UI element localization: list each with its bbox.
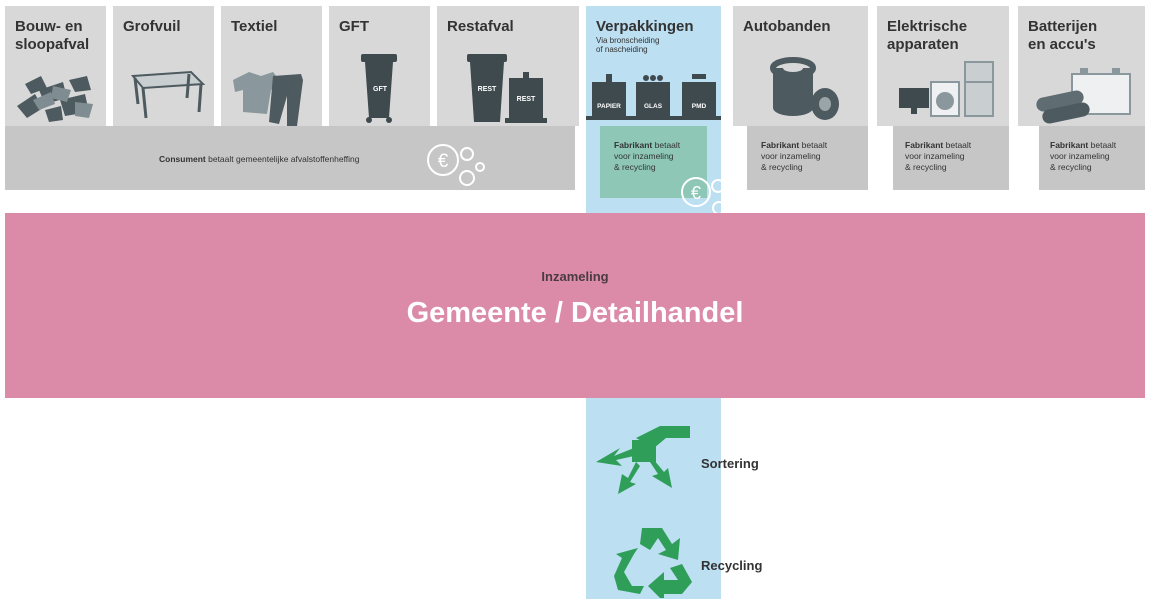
- producer-label: Fabrikant: [614, 140, 653, 150]
- appliances-icon: [899, 61, 994, 117]
- collection-label: Inzameling: [541, 269, 609, 284]
- producer-collection: voor inzameling: [614, 151, 674, 161]
- column-subtitle-verpakkingen: Via bronscheiding of nascheiding: [596, 36, 660, 54]
- column-title-grofvuil: Grofvuil: [123, 18, 181, 35]
- rubble-icon: [17, 76, 93, 122]
- clothes-icon: [233, 72, 303, 126]
- producer-recycling: & recycling: [905, 162, 947, 172]
- producer-pays: betaalt: [1088, 140, 1117, 150]
- rest-bin-label-2: REST: [516, 96, 536, 103]
- column-title-verpakkingen: Verpakkingen: [596, 18, 694, 35]
- gft-bin-icon: [361, 54, 397, 123]
- recycling-icon: [614, 528, 692, 598]
- euro-coins-icon: €: [681, 177, 737, 215]
- producer-payment-box-packaging: Fabrikant betaalt voor inzameling & recy…: [600, 126, 707, 198]
- producer-payment-text-appliances: Fabrikant betaalt voor inzameling & recy…: [905, 140, 971, 173]
- producer-pays: betaalt: [652, 140, 681, 150]
- recycling-label: Recycling: [701, 558, 763, 573]
- producer-label: Fabrikant: [1050, 140, 1089, 150]
- column-title-restafval: Restafval: [447, 18, 514, 35]
- producer-payment-box-batteries: Fabrikant betaalt voor inzameling & recy…: [1039, 126, 1145, 190]
- producer-recycling: & recycling: [1050, 162, 1092, 172]
- producer-payment-box-appliances: Fabrikant betaalt voor inzameling & recy…: [893, 126, 1009, 190]
- producer-collection: voor inzameling: [905, 151, 965, 161]
- column-grofvuil: Grofvuil: [113, 6, 214, 126]
- column-title-gft: GFT: [339, 18, 369, 35]
- euro-coins-icon: €: [427, 144, 485, 186]
- glas-container-label: GLAS: [643, 103, 663, 110]
- table-icon: [130, 70, 206, 119]
- column-batterijen: Batterijen en accu's: [1018, 6, 1145, 126]
- gft-bin-label: GFT: [373, 86, 387, 93]
- producer-label: Fabrikant: [761, 140, 800, 150]
- tires-icon: [770, 57, 839, 120]
- papier-container-label: PAPIER: [597, 103, 621, 110]
- sorting-arrows-icon: [596, 426, 690, 494]
- producer-collection: voor inzameling: [1050, 151, 1110, 161]
- producer-pays: betaalt: [943, 140, 972, 150]
- producer-recycling: & recycling: [614, 162, 656, 172]
- column-autobanden: Autobanden: [733, 6, 868, 126]
- producer-payment-text-packaging: Fabrikant betaalt voor inzameling & recy…: [614, 140, 680, 173]
- column-gft: GFT GFT: [329, 6, 430, 126]
- rest-bin-label-1: REST: [477, 86, 497, 93]
- producer-collection: voor inzameling: [761, 151, 821, 161]
- consumer-payment-text: Consument betaalt gemeentelijke afvalsto…: [159, 154, 360, 164]
- pmd-container-label: PMD: [691, 103, 707, 110]
- svg-text:€: €: [691, 183, 701, 203]
- consumer-label: Consument: [159, 154, 206, 164]
- consumer-payment-box: Consument betaalt gemeentelijke afvalsto…: [5, 126, 575, 190]
- producer-payment-text-tires: Fabrikant betaalt voor inzameling & recy…: [761, 140, 827, 173]
- collection-title: Gemeente / Detailhandel: [406, 297, 744, 329]
- column-title-textiel: Textiel: [231, 18, 278, 35]
- rest-bins-icon: [467, 54, 547, 123]
- column-restafval: Restafval REST REST: [437, 6, 579, 126]
- column-title-autobanden: Autobanden: [743, 18, 831, 35]
- svg-text:€: €: [438, 151, 449, 172]
- column-bouw: Bouw- en sloopafval: [5, 6, 106, 126]
- producer-payment-box-tires: Fabrikant betaalt voor inzameling & recy…: [747, 126, 868, 190]
- batteries-icon: [1036, 68, 1131, 124]
- producer-pays: betaalt: [799, 140, 828, 150]
- collection-band: Inzameling Gemeente / Detailhandel: [5, 213, 1145, 398]
- column-elektrisch: Elektrische apparaten: [877, 6, 1009, 126]
- producer-label: Fabrikant: [905, 140, 944, 150]
- column-textiel: Textiel: [221, 6, 322, 126]
- consumer-payment-description: betaalt gemeentelijke afvalstoffenheffin…: [205, 154, 360, 164]
- column-title-batterijen: Batterijen en accu's: [1028, 18, 1098, 53]
- packaging-containers-icon: [586, 74, 721, 120]
- producer-payment-text-batteries: Fabrikant betaalt voor inzameling & recy…: [1050, 140, 1116, 173]
- column-title-bouw: Bouw- en sloopafval: [15, 18, 90, 53]
- producer-recycling: & recycling: [761, 162, 803, 172]
- column-verpakkingen: Verpakkingen Via bronscheiding of nasche…: [586, 6, 721, 126]
- column-title-elektrisch: Elektrische apparaten: [887, 18, 968, 53]
- sorting-label: Sortering: [701, 456, 759, 471]
